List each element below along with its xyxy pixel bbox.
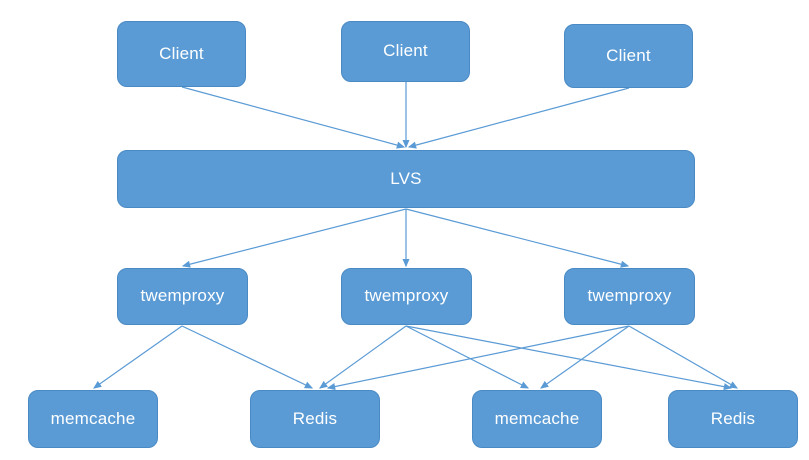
node-label-memcache1: memcache bbox=[50, 408, 136, 428]
node-label-memcache2: memcache bbox=[494, 408, 580, 428]
edge-group bbox=[93, 82, 739, 391]
node-label-twemproxy3: twemproxy bbox=[587, 286, 672, 306]
node-label-redis2: Redis bbox=[710, 408, 756, 428]
node-redis1[interactable]: Redis bbox=[250, 390, 380, 448]
node-label-client3: Client bbox=[606, 45, 651, 65]
node-label-redis1: Redis bbox=[292, 408, 338, 428]
edge-twemproxy3-to-memcache2 bbox=[540, 325, 630, 389]
edge-lvs-to-twemproxy3 bbox=[405, 208, 630, 268]
node-redis2[interactable]: Redis bbox=[668, 390, 798, 448]
edge-twemproxy1-to-memcache1 bbox=[93, 325, 183, 389]
node-client3[interactable]: Client bbox=[564, 24, 693, 88]
node-client2[interactable]: Client bbox=[341, 21, 470, 82]
edge-twemproxy3-to-redis1 bbox=[326, 325, 630, 391]
edge-twemproxy2-to-memcache2 bbox=[405, 325, 530, 389]
node-memcache1[interactable]: memcache bbox=[28, 390, 158, 448]
node-twemproxy1[interactable]: twemproxy bbox=[117, 268, 248, 325]
node-label-twemproxy2: twemproxy bbox=[364, 286, 449, 306]
node-twemproxy2[interactable]: twemproxy bbox=[341, 268, 472, 325]
edge-client1-to-lvs bbox=[181, 86, 406, 149]
edge-twemproxy3-to-redis2 bbox=[628, 325, 739, 389]
node-memcache2[interactable]: memcache bbox=[472, 390, 602, 448]
node-label-twemproxy1: twemproxy bbox=[140, 286, 225, 306]
node-label-client2: Client bbox=[383, 41, 428, 61]
edge-twemproxy1-to-redis1 bbox=[181, 325, 314, 389]
node-twemproxy3[interactable]: twemproxy bbox=[564, 268, 695, 325]
edge-twemproxy2-to-redis2 bbox=[405, 325, 733, 391]
node-client1[interactable]: Client bbox=[117, 21, 246, 87]
edge-client3-to-lvs bbox=[407, 87, 630, 149]
node-lvs[interactable]: LVS bbox=[117, 150, 695, 208]
node-label-lvs: LVS bbox=[390, 168, 422, 188]
edge-twemproxy2-to-redis1 bbox=[319, 325, 407, 389]
node-label-client1: Client bbox=[159, 43, 204, 63]
edge-lvs-to-twemproxy1 bbox=[181, 208, 407, 268]
